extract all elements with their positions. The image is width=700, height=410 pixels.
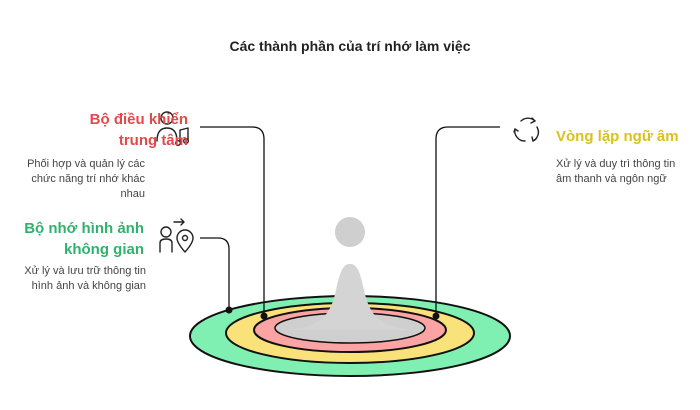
connector-phonological-loop bbox=[435, 126, 500, 316]
dot-visuospatial bbox=[225, 306, 233, 314]
central-executive-title-line2: trung tâm bbox=[118, 132, 188, 149]
person-music-icon bbox=[156, 111, 189, 146]
visuospatial-desc: Xử lý và lưu trữ thông tin hình ảnh và k… bbox=[10, 264, 146, 294]
dot-central-executive bbox=[260, 312, 268, 320]
visuospatial-title-line1: Bộ nhớ hình ảnh bbox=[24, 220, 144, 237]
connector-central-executive bbox=[200, 126, 265, 316]
central-executive-title-line1: Bộ điều khiển bbox=[89, 111, 188, 128]
visuospatial-desc-line1: Xử lý và lưu trữ thông tin bbox=[24, 265, 146, 277]
central-executive-desc-line3: nhau bbox=[120, 188, 145, 200]
phonological-loop-heading: Vòng lặp ngữ âm bbox=[556, 126, 696, 147]
phonological-loop-desc: Xử lý và duy trì thông tin âm thanh và n… bbox=[556, 157, 696, 187]
diagram-title: Các thành phần của trí nhớ làm việc bbox=[229, 38, 471, 54]
dot-phonological-loop bbox=[432, 312, 440, 320]
cycle-arrows-icon bbox=[513, 117, 540, 142]
person-location-icon bbox=[159, 218, 194, 253]
central-executive-desc: Phối hợp và quản lý các chức năng trí nh… bbox=[20, 157, 145, 202]
phonological-loop-title: Vòng lặp ngữ âm bbox=[556, 128, 679, 145]
visuospatial-title-line2: không gian bbox=[64, 241, 144, 258]
visuospatial-heading: Bộ nhớ hình ảnh không gian bbox=[18, 218, 144, 260]
central-executive-desc-line2: chức năng trí nhớ khác bbox=[31, 173, 145, 185]
top-ball bbox=[335, 217, 365, 247]
connector-visuospatial bbox=[200, 237, 230, 310]
phonological-loop-desc-line2: âm thanh và ngôn ngữ bbox=[556, 173, 667, 185]
peak-shape bbox=[275, 264, 425, 330]
visuospatial-desc-line2: hình ảnh và không gian bbox=[31, 280, 146, 292]
central-executive-desc-line1: Phối hợp và quản lý các bbox=[27, 158, 145, 170]
central-executive-heading: Bộ điều khiển trung tâm bbox=[28, 109, 188, 151]
phonological-loop-desc-line1: Xử lý và duy trì thông tin bbox=[556, 158, 676, 170]
